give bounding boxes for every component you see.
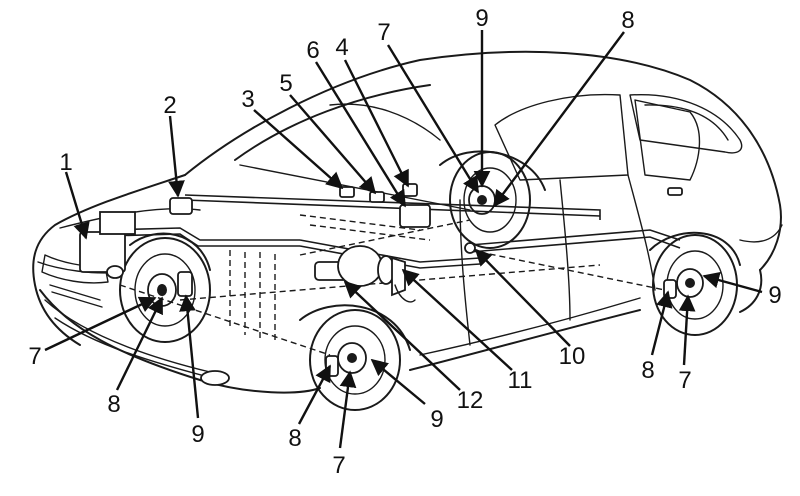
callout-7-right: 7 [678,367,691,394]
callout-9-top: 9 [475,5,488,32]
front-right-wheel [309,309,401,411]
callout-8-top: 8 [621,7,634,34]
callout-9-left: 9 [191,421,204,448]
rear-right-wheel [652,234,738,336]
callout-2: 2 [163,92,176,119]
components [79,183,476,303]
callout-labels: 1 2 3 4 5 6 7 9 8 7 8 9 12 11 10 8 7 9 8… [28,5,781,479]
callout-7-bottom: 7 [332,452,345,479]
rear-left-wheel [449,151,531,249]
callout-5: 5 [279,70,292,97]
callout-9-bottom: 9 [430,406,443,433]
callout-1: 1 [59,149,72,176]
callout-7-top: 7 [377,19,390,46]
callout-12: 12 [457,387,484,414]
callout-8-bottom: 8 [288,425,301,452]
callout-6: 6 [306,37,319,64]
callout-10: 10 [559,343,586,370]
callout-8-left: 8 [107,391,120,418]
callout-7-left: 7 [28,343,41,370]
car-body [32,50,783,394]
callout-11: 11 [508,367,533,394]
callout-3: 3 [241,86,254,113]
callout-9-right: 9 [768,282,781,309]
leader-lines [44,30,763,449]
callout-4: 4 [335,34,348,61]
callout-8-right: 8 [641,357,654,384]
